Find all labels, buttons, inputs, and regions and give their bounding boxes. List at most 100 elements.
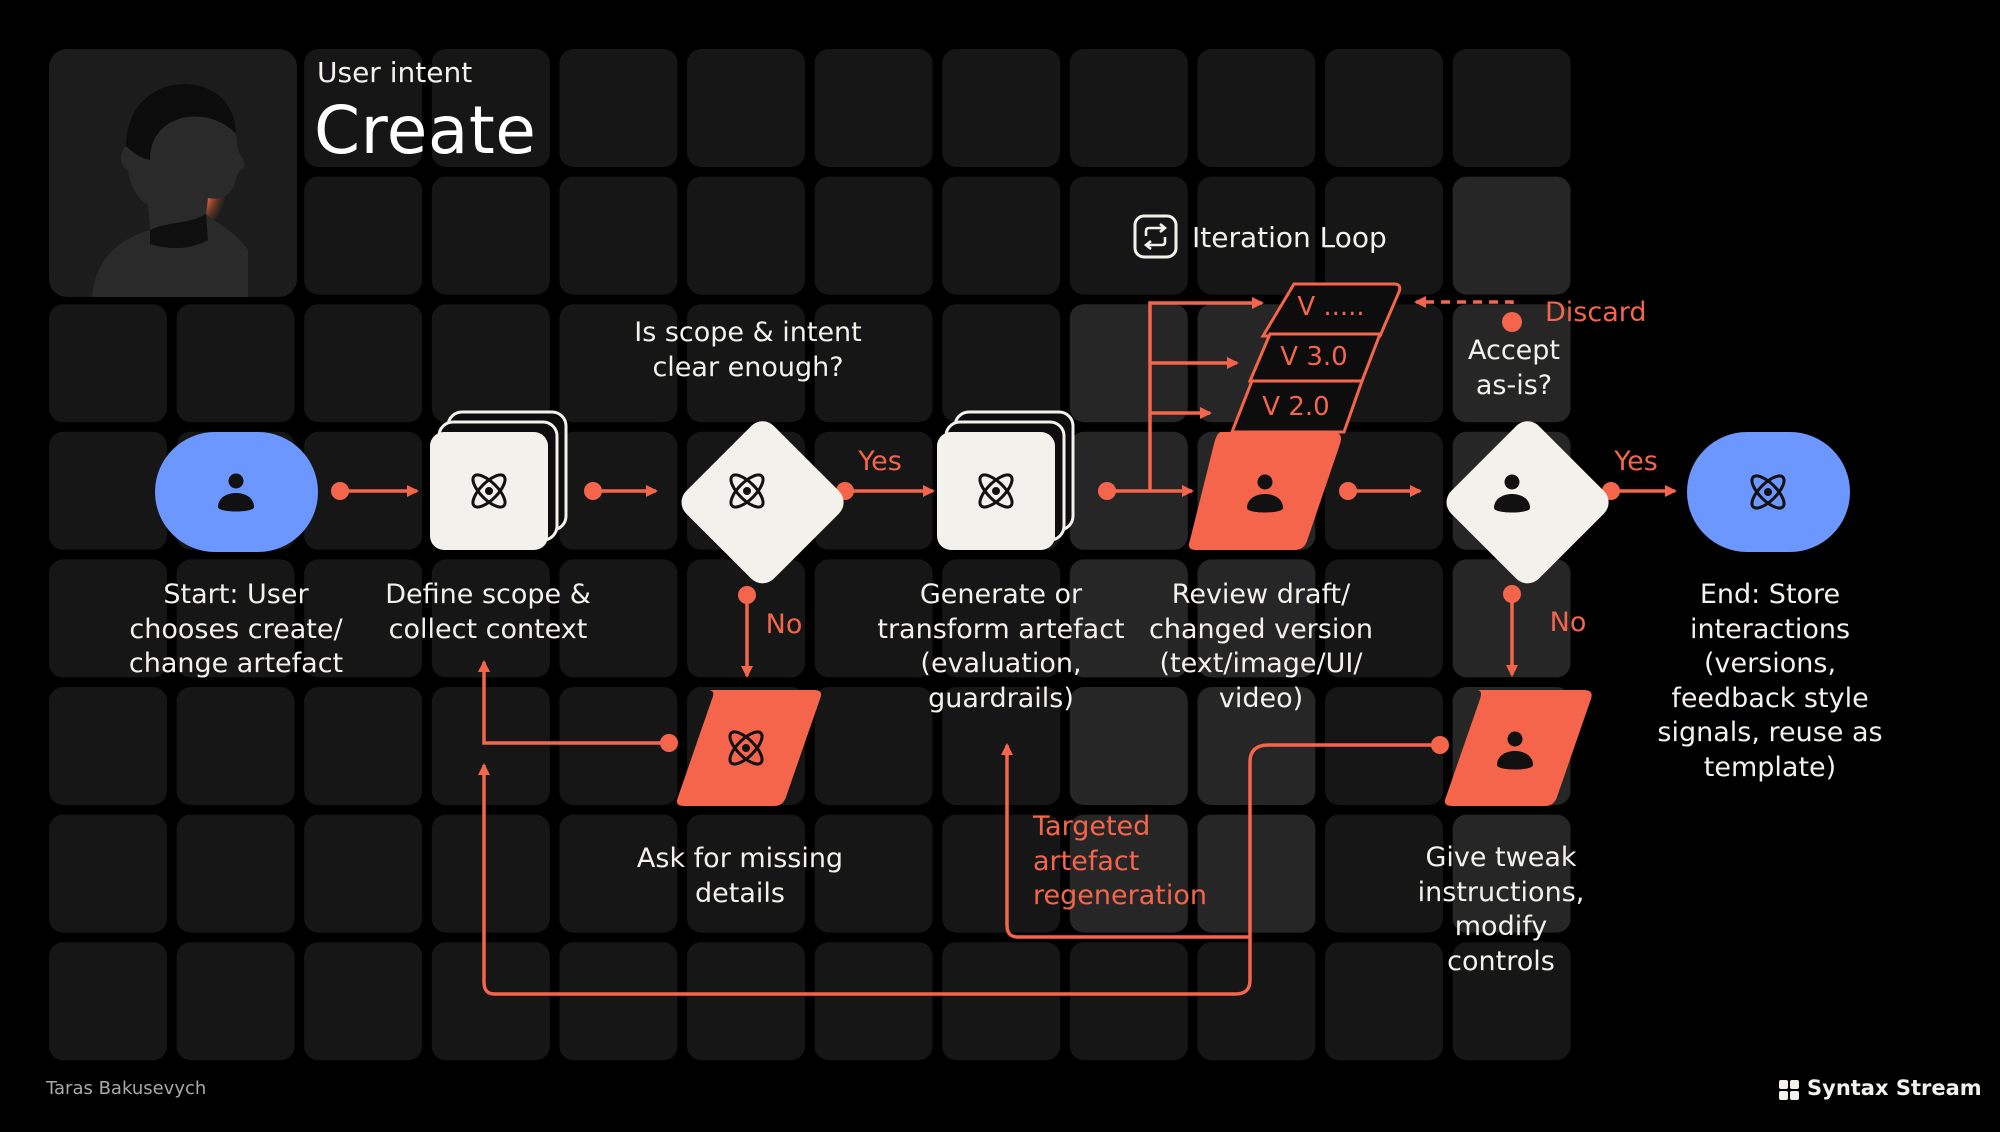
grid-tile: [176, 942, 295, 1061]
grid-tile: [1325, 559, 1443, 678]
grid-tile: [304, 559, 423, 678]
loop-icon: [1133, 214, 1178, 259]
grid-tile: [1069, 49, 1188, 167]
grid-tile: [942, 176, 1061, 295]
edge-to-v-dots: [1148, 297, 1264, 491]
intent-kicker: User intent: [317, 56, 473, 89]
grid-tile: [559, 559, 678, 678]
grid-tile: [1197, 814, 1316, 933]
grid-tile: [559, 687, 678, 805]
grid-tile: [431, 49, 550, 167]
grid-tile: [176, 687, 295, 805]
grid-tile: [431, 176, 550, 295]
grid-tile: [942, 559, 1061, 678]
grid-tile: [431, 942, 550, 1061]
grid-tile: [49, 942, 167, 1061]
grid-tile: [559, 49, 678, 167]
grid-tile: [1069, 176, 1188, 295]
edge-label-yes-2: Yes: [1614, 446, 1658, 477]
grid-tile: [431, 304, 550, 423]
node-tweak: [1444, 690, 1592, 806]
edge-label-yes-1: Yes: [858, 446, 902, 477]
node-generate: [937, 410, 1075, 550]
grid-tile: [942, 942, 1061, 1061]
grid-tile: [304, 687, 423, 805]
grid-tile: [814, 687, 933, 805]
grid-tile: [942, 49, 1061, 167]
grid-tile: [49, 431, 167, 550]
portrait-image: [49, 49, 297, 297]
grid-tile: [942, 304, 1061, 423]
connector-dots: [331, 312, 1620, 754]
author-credit: Taras Bakusevych: [46, 1078, 207, 1099]
grid-tile: [431, 687, 550, 805]
node-define: [430, 410, 568, 550]
grid-tile: [814, 304, 933, 423]
node-decision2: [1446, 421, 1609, 584]
grid-tile: [1452, 176, 1571, 295]
grid-tile: [687, 49, 805, 167]
grid-tile: [1069, 559, 1188, 678]
grid-tile: [1325, 942, 1443, 1061]
grid-tile: [1197, 942, 1316, 1061]
grid-tile: [1452, 49, 1571, 167]
grid-tile: [1325, 176, 1443, 295]
grid-tile: [304, 304, 423, 423]
grid-tile: [687, 814, 805, 933]
node-review: [1188, 432, 1341, 550]
grid-tile: [49, 559, 167, 678]
edge-tweak-define: [478, 743, 1440, 996]
grid-tile: [1069, 814, 1188, 933]
version-label-v2: V 2.0: [1262, 392, 1330, 422]
grid-tile: [687, 176, 805, 295]
grid-tile: [942, 814, 1061, 933]
brand-logo-icon: [1779, 1080, 1799, 1100]
grid-tile: [559, 942, 678, 1061]
iteration-loop-title: Iteration Loop: [1192, 221, 1387, 254]
grid-tile: [814, 814, 933, 933]
edge-tweak-generate: [1001, 743, 1250, 939]
version-stack: [1229, 282, 1402, 434]
grid-tile: [814, 559, 933, 678]
grid-tile: [49, 304, 167, 423]
grid-tile: [814, 49, 933, 167]
node-end: [1687, 432, 1850, 552]
background-grid: [49, 49, 1571, 1061]
grid-tile: [1452, 814, 1571, 933]
node-ask: [676, 690, 822, 806]
grid-tile: [304, 176, 423, 295]
edge-label-no-1: No: [765, 609, 803, 640]
edge-label-discard: Discard: [1545, 297, 1647, 328]
grid-tile: [1069, 304, 1188, 423]
grid-tile: [1325, 814, 1443, 933]
page-title: Create: [314, 92, 537, 169]
grid-tile: [1452, 304, 1571, 423]
edge-label-no-2: No: [1549, 607, 1587, 638]
grid-tile: [1197, 559, 1316, 678]
grid-tile: [176, 814, 295, 933]
grid-tile: [814, 942, 933, 1061]
grid-tile: [559, 176, 678, 295]
node-start: [155, 432, 318, 552]
grid-tile: [1069, 687, 1188, 805]
brand-name: Syntax Stream: [1807, 1076, 1982, 1100]
edge-discard: [1414, 296, 1514, 308]
grid-tile: [1452, 942, 1571, 1061]
connectors: [340, 296, 1677, 996]
label-review: Review draft/changed version(text/image/…: [1149, 579, 1373, 714]
grid-tile: [687, 304, 805, 423]
grid-tile: [1197, 49, 1316, 167]
grid-tile: [304, 49, 423, 167]
grid-tile: [304, 942, 423, 1061]
grid-tile: [814, 176, 933, 295]
grid-tile: [1325, 49, 1443, 167]
label-define: Define scope &collect context: [385, 579, 591, 645]
